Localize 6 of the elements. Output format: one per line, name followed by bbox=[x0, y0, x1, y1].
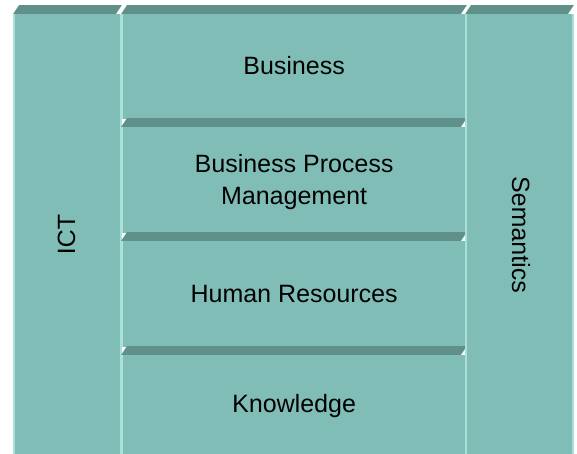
layer-label: Semantics bbox=[504, 176, 535, 292]
layer-label: Business bbox=[243, 51, 345, 82]
layer-label: ICT bbox=[52, 214, 82, 254]
layer-label: Human Resources bbox=[190, 278, 398, 310]
layer-label: Business Process Management bbox=[194, 148, 394, 212]
layer-label: Knowledge bbox=[232, 389, 356, 420]
